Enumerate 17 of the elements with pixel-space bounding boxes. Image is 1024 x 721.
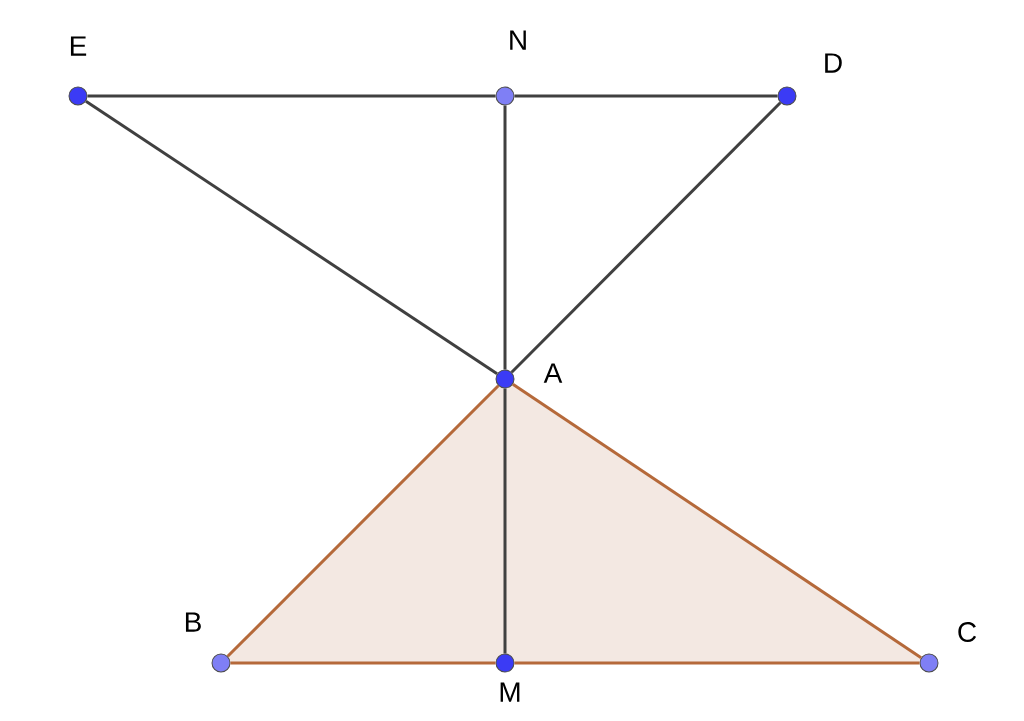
line-segment xyxy=(514,94,778,98)
line-segment xyxy=(510,101,782,374)
line-segment xyxy=(230,661,496,665)
point-label: B xyxy=(185,612,201,632)
line-segment xyxy=(503,388,507,654)
point-label: M xyxy=(500,682,520,702)
point-label: A xyxy=(543,363,563,383)
point-label: D xyxy=(825,53,842,73)
point-label: C xyxy=(958,622,977,642)
point-label: N xyxy=(510,30,526,50)
line-segment xyxy=(226,384,500,658)
line-segment xyxy=(512,383,922,659)
line-segment xyxy=(85,100,498,375)
line-segment xyxy=(87,94,496,98)
line-segment xyxy=(514,661,920,665)
line-segment xyxy=(503,105,507,370)
point-label: E xyxy=(70,36,87,56)
